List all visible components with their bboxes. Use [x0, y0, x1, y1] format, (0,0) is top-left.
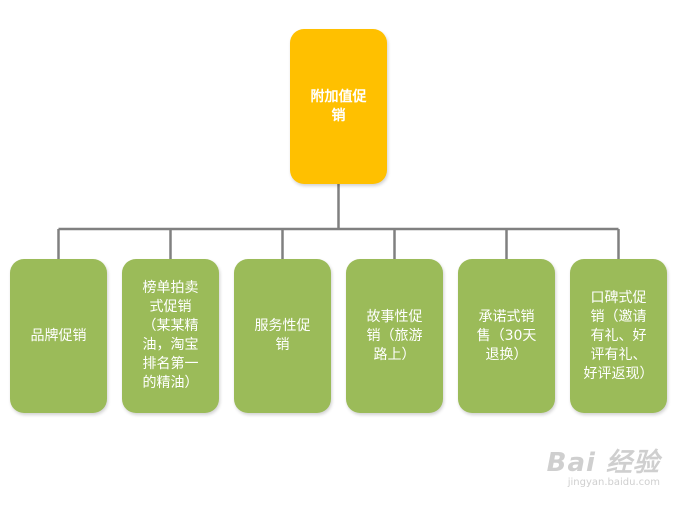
- child-node-label: 故事性促 销（旅游 路上）: [366, 308, 423, 363]
- child-node-promise-sales: 承诺式销 售（30天 退换）: [458, 259, 555, 413]
- child-node-word-of-mouth-promotion: 口碑式促 销（邀请 有礼、好 评有礼、 好评返现）: [570, 259, 667, 413]
- watermark-logo: Bai 经验: [546, 448, 660, 478]
- child-node-label: 品牌促销: [30, 327, 87, 344]
- child-node-brand-promotion: 品牌促销: [10, 259, 107, 413]
- baidu-jingyan-watermark: Bai 经验 jingyan.baidu.com: [547, 449, 660, 489]
- child-node-ranking-auction-promotion: 榜单拍卖 式促销 （某某精 油，淘宝 排名第一 的精油）: [122, 259, 219, 413]
- child-node-label: 承诺式销 售（30天 退换）: [476, 308, 537, 363]
- watermark-url: jingyan.baidu.com: [567, 477, 660, 488]
- root-node-label: 附加值促 销: [310, 88, 367, 124]
- child-node-label: 服务性促 销: [254, 318, 311, 353]
- child-node-label: 榜单拍卖 式促销 （某某精 油，淘宝 排名第一 的精油）: [142, 280, 199, 391]
- child-node-story-promotion: 故事性促 销（旅游 路上）: [346, 259, 443, 413]
- root-node-value-added-promotion: 附加值促 销: [290, 29, 387, 184]
- child-node-label: 口碑式促 销（邀请 有礼、好 评有礼、 好评返现）: [583, 289, 654, 382]
- child-node-service-promotion: 服务性促 销: [234, 259, 331, 413]
